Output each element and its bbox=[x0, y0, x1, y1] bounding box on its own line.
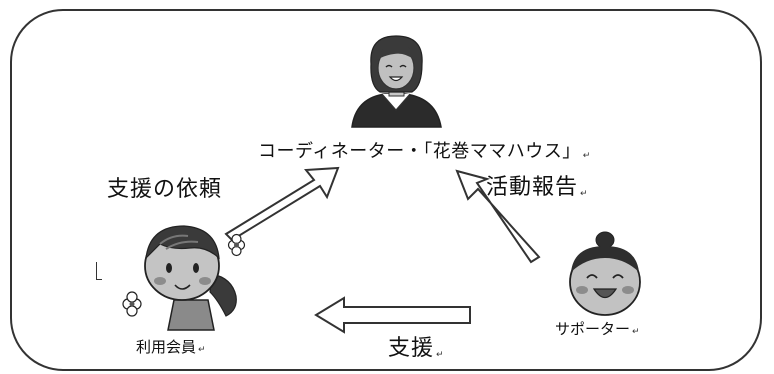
report-arrow bbox=[455, 169, 541, 264]
request-label: 支援の依頼 bbox=[107, 179, 222, 201]
request-label-text: 支援の依頼 bbox=[107, 177, 223, 202]
return-mark: ↵ bbox=[198, 345, 206, 355]
member-label-text: 利用会員 bbox=[136, 338, 197, 356]
return-mark: ↵ bbox=[580, 189, 589, 199]
return-mark: ↵ bbox=[582, 151, 591, 161]
supporter-figure bbox=[569, 231, 641, 316]
return-mark: ↵ bbox=[632, 327, 640, 337]
report-label-text: 活動報告 bbox=[486, 175, 579, 200]
supporter-label-text: サポーター bbox=[555, 320, 631, 338]
flower-icon bbox=[227, 233, 246, 257]
coordinator-label: コーディネーター・「花巻ママハウス」↵ bbox=[258, 143, 591, 161]
text-cursor-mark bbox=[96, 262, 102, 280]
supporter-label: サポーター↵ bbox=[555, 322, 640, 337]
member-label: 利用会員↵ bbox=[136, 340, 206, 355]
coordinator-label-text: コーディネーター・「花巻ママハウス」 bbox=[258, 141, 581, 162]
diagram-frame bbox=[10, 9, 762, 371]
support-arrow bbox=[314, 296, 471, 334]
flower-icon bbox=[122, 291, 142, 317]
support-label: 支援↵ bbox=[388, 338, 445, 360]
request-arrow bbox=[224, 166, 340, 242]
coordinator-figure bbox=[351, 35, 442, 128]
support-label-text: 支援 bbox=[388, 336, 435, 361]
member-figure bbox=[122, 225, 246, 331]
report-label: 活動報告↵ bbox=[486, 177, 589, 199]
return-mark: ↵ bbox=[436, 350, 445, 360]
